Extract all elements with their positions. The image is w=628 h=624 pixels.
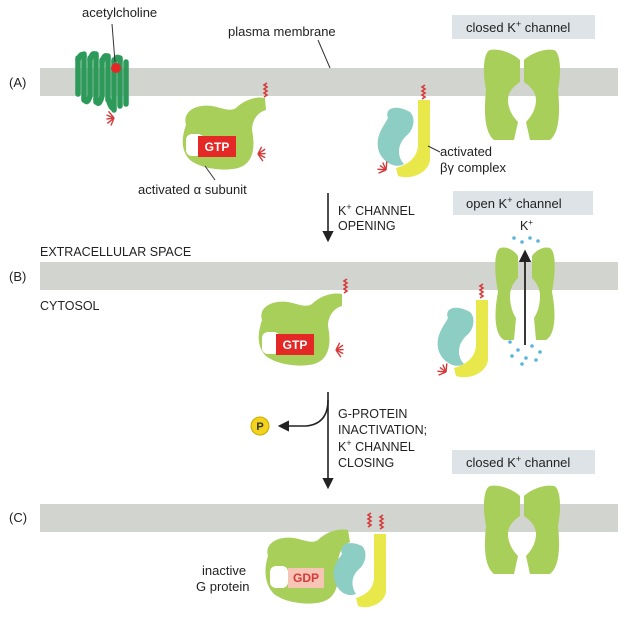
closed-channel-tag-a xyxy=(452,15,595,39)
plasma-membrane-leader xyxy=(317,39,331,69)
plasma-membrane-label: plasma membrane xyxy=(228,24,336,39)
step2-line3: K+ CHANNEL xyxy=(338,438,415,454)
step1-line1: K+ CHANNEL xyxy=(338,202,415,218)
beta-gamma-complex-b xyxy=(434,283,488,378)
closed-channel-c xyxy=(483,485,561,574)
activated-label: activated xyxy=(440,144,492,159)
step2-line2: INACTIVATION; xyxy=(338,423,427,437)
beta-gamma-label: βγ complex xyxy=(440,160,506,175)
step2-line1: G-PROTEIN xyxy=(338,407,407,421)
cytosol-label: CYTOSOL xyxy=(40,299,100,313)
gtp-label-a: GTP xyxy=(205,140,230,154)
phosphate-release-arrow xyxy=(277,399,329,432)
acetylcholine-molecule xyxy=(111,63,121,73)
gtp-box-b xyxy=(276,334,314,355)
panel-label-b: (B) xyxy=(9,269,26,284)
alpha-label-leader xyxy=(204,165,216,181)
inactive-label-2: G protein xyxy=(196,579,249,594)
phosphate-circle xyxy=(250,416,270,436)
k-ions-inside xyxy=(508,340,542,366)
open-channel-label: open K+ channel xyxy=(466,195,562,211)
closed-channel-label-a: closed K+ channel xyxy=(466,19,570,35)
inactive-g-protein: GDP xyxy=(265,512,386,608)
inactive-label-1: inactive xyxy=(202,563,246,578)
closed-channel-tag-c xyxy=(452,450,595,474)
membrane-a xyxy=(40,68,618,96)
alpha-subunit-a: GTP xyxy=(182,82,269,170)
activated-alpha-label: activated α subunit xyxy=(138,182,247,197)
gdp-box xyxy=(288,568,324,588)
k-ion-label: K+ xyxy=(520,218,533,233)
gtp-box-a xyxy=(198,136,236,157)
gdp-label: GDP xyxy=(293,571,319,585)
extracellular-label: EXTRACELLULAR SPACE xyxy=(40,245,191,259)
phosphate-label: P xyxy=(256,421,263,433)
closed-channel-a xyxy=(483,49,561,140)
receptor xyxy=(75,51,129,127)
acetylcholine-leader xyxy=(111,23,116,63)
beta-gamma-complex-a xyxy=(374,84,430,178)
closed-channel-label-c: closed K+ channel xyxy=(466,454,570,470)
step1-line2: OPENING xyxy=(338,219,396,233)
beta-gamma-leader xyxy=(427,145,441,153)
panel-label-c: (C) xyxy=(9,510,27,525)
acetylcholine-label: acetylcholine xyxy=(82,5,157,20)
step2-line4: CLOSING xyxy=(338,456,394,470)
membrane-b xyxy=(40,262,618,290)
panel-label-a: (A) xyxy=(9,75,26,90)
open-channel xyxy=(495,247,555,340)
gtp-label-b: GTP xyxy=(283,338,308,352)
membrane-c xyxy=(40,504,618,532)
k-ions-outside xyxy=(512,236,540,244)
open-channel-tag xyxy=(453,191,593,215)
alpha-subunit-b: GTP xyxy=(258,278,348,366)
